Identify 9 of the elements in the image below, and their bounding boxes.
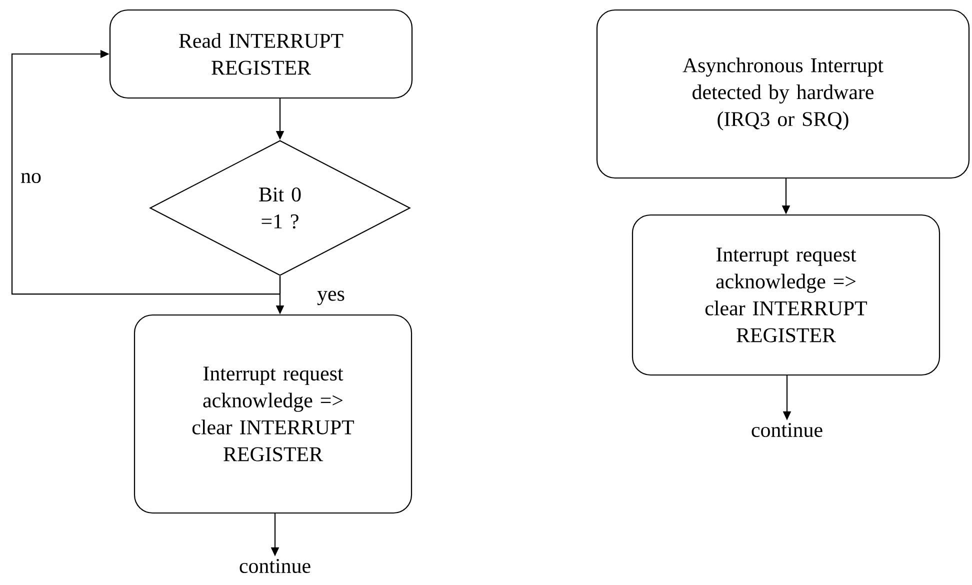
arrow (11, 50, 281, 295)
edge-label: yes (316, 290, 346, 306)
end-label: continue (240, 558, 310, 574)
end-label: continue (752, 422, 822, 438)
process-box: Interrupt request acknowledge => clear INTERRUPT REGISTER (134, 314, 412, 514)
process-box: Read INTERRUPT REGISTER (109, 9, 413, 99)
process-box: Asynchronous Interrupt detected by hardware (IRQ3 or SRQ) (596, 9, 970, 179)
process-box: Interrupt request acknowledge => clear INTERRUPT REGISTER (632, 214, 940, 376)
edge-label: no (20, 172, 42, 184)
